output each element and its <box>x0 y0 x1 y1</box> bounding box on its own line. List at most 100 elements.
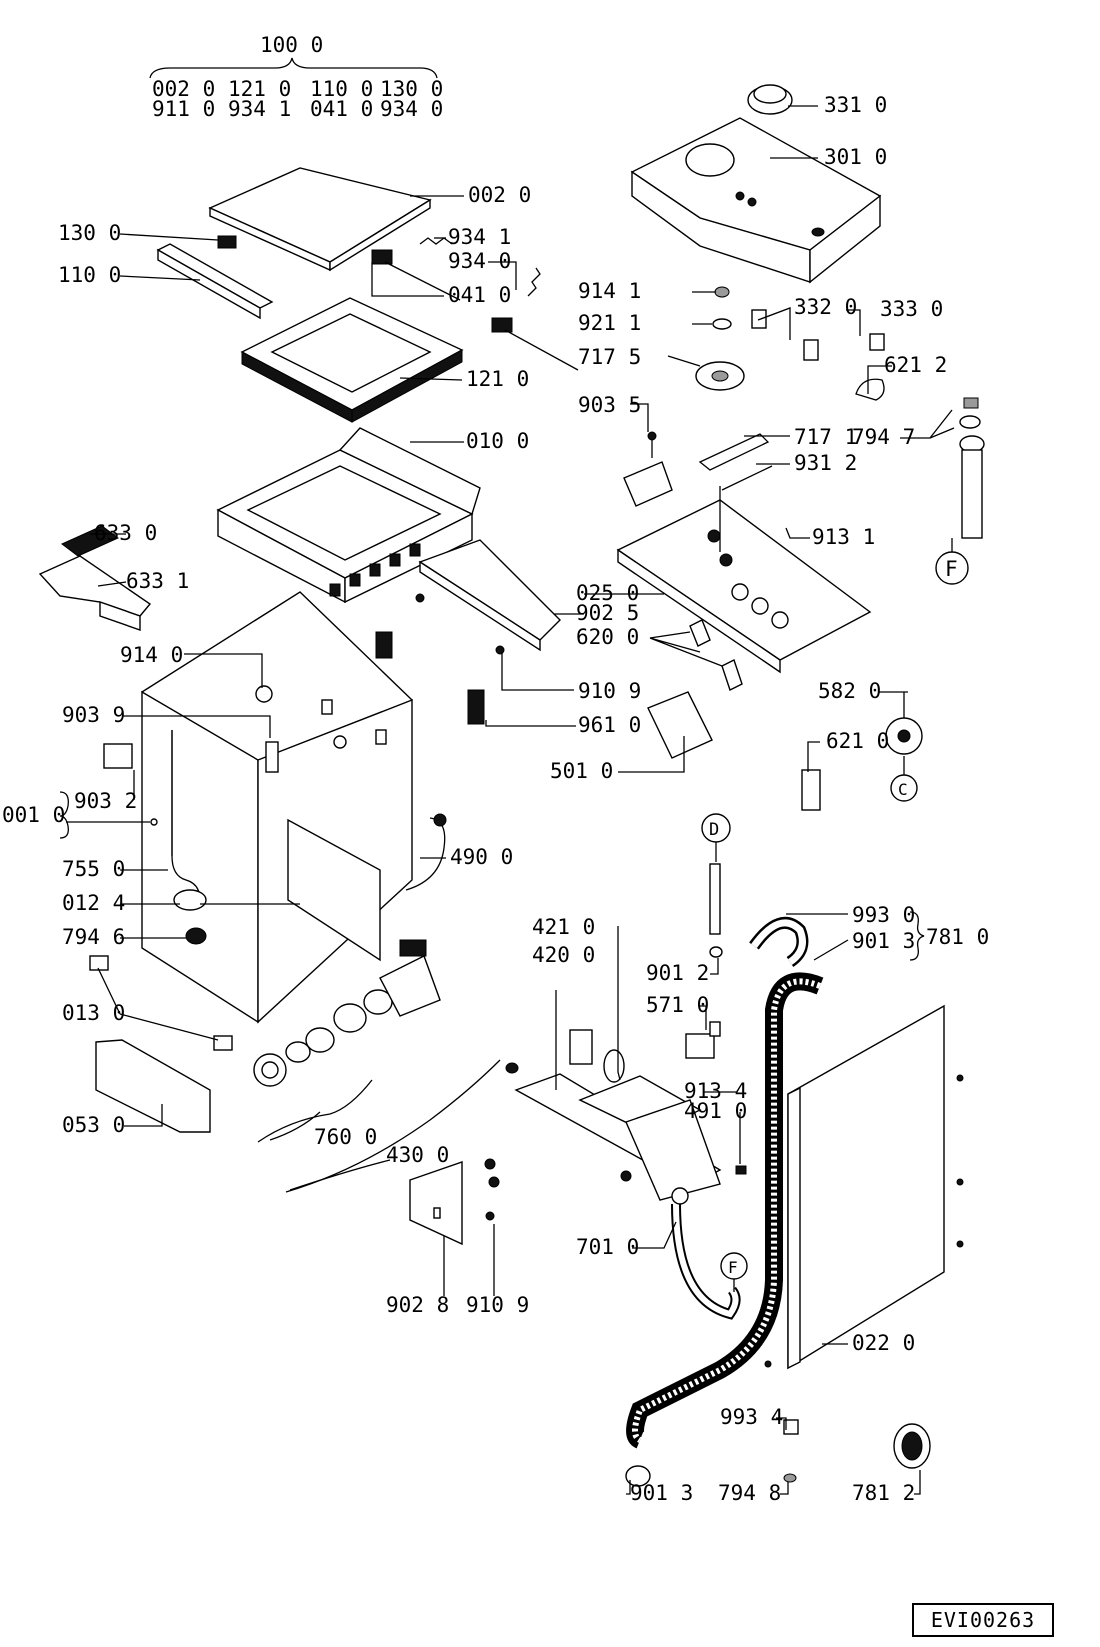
part-label: 901 3 <box>630 1481 693 1505</box>
kit-item-label: 934 0 <box>380 97 443 121</box>
part-dispenser <box>616 431 872 674</box>
part-label: 781 2 <box>852 1481 915 1505</box>
part-label: 621 0 <box>826 729 889 753</box>
part-frame <box>240 297 464 423</box>
kit-item-label: 121 0 <box>228 77 291 101</box>
kit-item-label: 002 0 <box>152 77 215 101</box>
part-label: 130 0 <box>58 221 121 245</box>
part-label: 110 0 <box>58 263 121 287</box>
part-label: 901 2 <box>646 961 709 985</box>
kit-brace <box>149 57 438 79</box>
part-label: 621 2 <box>884 353 947 377</box>
part-plate <box>409 1158 500 1246</box>
part-label: 582 0 <box>818 679 881 703</box>
part-label: 903 9 <box>62 703 125 727</box>
kit-item-label: 130 0 <box>380 77 443 101</box>
part-label: 993 0 <box>852 903 915 927</box>
part-label: 921 1 <box>578 311 641 335</box>
part-label: 902 8 <box>386 1293 449 1317</box>
part-control-board <box>38 525 152 631</box>
part-label: 633 1 <box>126 569 189 593</box>
part-label: 794 8 <box>718 1481 781 1505</box>
part-label: 301 0 <box>824 145 887 169</box>
connector-label: D <box>709 820 719 840</box>
part-label: 022 0 <box>852 1331 915 1355</box>
part-label: 781 0 <box>926 925 989 949</box>
part-label: 961 0 <box>578 713 641 737</box>
part-label: 931 2 <box>794 451 857 475</box>
part-label: 420 0 <box>532 943 595 967</box>
part-worktop <box>208 167 432 272</box>
part-label: 760 0 <box>314 1125 377 1149</box>
kit-item-label: 934 1 <box>228 97 291 121</box>
kit-number-label: 100 0 <box>260 33 323 57</box>
part-label: 903 2 <box>74 789 137 813</box>
part-cabinet <box>103 591 413 1024</box>
part-label: 430 0 <box>386 1143 449 1167</box>
part-label: 934 1 <box>448 225 511 249</box>
part-misc <box>415 593 931 1483</box>
part-label: 633 0 <box>94 521 157 545</box>
part-label: 914 0 <box>120 643 183 667</box>
part-label: 571 0 <box>646 993 709 1017</box>
part-strip <box>156 235 274 320</box>
part-label: 755 0 <box>62 857 125 881</box>
part-drain-hose <box>171 730 447 945</box>
part-label: 701 0 <box>576 1235 639 1259</box>
part-label: 121 0 <box>466 367 529 391</box>
leader-lines <box>59 105 955 1495</box>
part-label: 013 0 <box>62 1001 125 1025</box>
connector-label: F <box>728 1258 738 1277</box>
callout-labels: 331 0 301 0 002 0 130 0 934 1 934 0 110 … <box>2 93 989 1505</box>
part-label: 010 0 <box>466 429 529 453</box>
part-label: 421 0 <box>532 915 595 939</box>
connector-label: F <box>945 557 958 581</box>
part-label: 901 3 <box>852 929 915 953</box>
part-label: 002 0 <box>468 183 531 207</box>
kit-item-label: 110 0 <box>310 77 373 101</box>
part-label: 903 5 <box>578 393 641 417</box>
part-label: 041 0 <box>448 283 511 307</box>
part-small-fittings <box>695 286 985 539</box>
part-hinges <box>371 237 579 371</box>
part-label: 333 0 <box>880 297 943 321</box>
part-label: 717 5 <box>578 345 641 369</box>
part-pump <box>253 939 501 1193</box>
part-label: 914 1 <box>578 279 641 303</box>
part-label: 910 9 <box>466 1293 529 1317</box>
part-inlet-hose <box>625 916 824 1487</box>
part-label: 001 0 <box>2 803 65 827</box>
document-code: EVI00263 <box>930 1608 1036 1632</box>
part-plinth <box>89 955 233 1133</box>
part-label: 491 0 <box>684 1099 747 1123</box>
part-side-panel <box>764 1004 964 1370</box>
part-label: 794 6 <box>62 925 125 949</box>
part-label: 717 1 <box>794 425 857 449</box>
connector-markers: F C D F <box>701 538 969 1292</box>
part-label: 332 0 <box>794 295 857 319</box>
part-label: 490 0 <box>450 845 513 869</box>
kit-item-label: 911 0 <box>152 97 215 121</box>
part-label: 025 0 <box>576 581 639 605</box>
document-code-box: EVI00263 <box>912 1603 1054 1637</box>
part-control-panel <box>630 84 882 284</box>
part-base-frame <box>505 863 747 1201</box>
part-label: 934 0 <box>448 249 511 273</box>
part-label: 012 4 <box>62 891 125 915</box>
part-label: 620 0 <box>576 625 639 649</box>
connector-label: C <box>898 780 908 799</box>
kit-header: 100 0 002 0 121 0 110 0 130 0 911 0 934 … <box>149 33 443 121</box>
part-label: 993 4 <box>720 1405 783 1429</box>
part-label: 053 0 <box>62 1113 125 1137</box>
part-label: 501 0 <box>550 759 613 783</box>
part-rear-bar <box>375 539 561 725</box>
part-label: 913 1 <box>812 525 875 549</box>
part-label: 902 5 <box>576 601 639 625</box>
part-label: 794 7 <box>852 425 915 449</box>
part-tank <box>216 427 481 604</box>
part-label: 910 9 <box>578 679 641 703</box>
part-label: 913 4 <box>684 1079 747 1103</box>
kit-item-label: 041 0 <box>310 97 373 121</box>
